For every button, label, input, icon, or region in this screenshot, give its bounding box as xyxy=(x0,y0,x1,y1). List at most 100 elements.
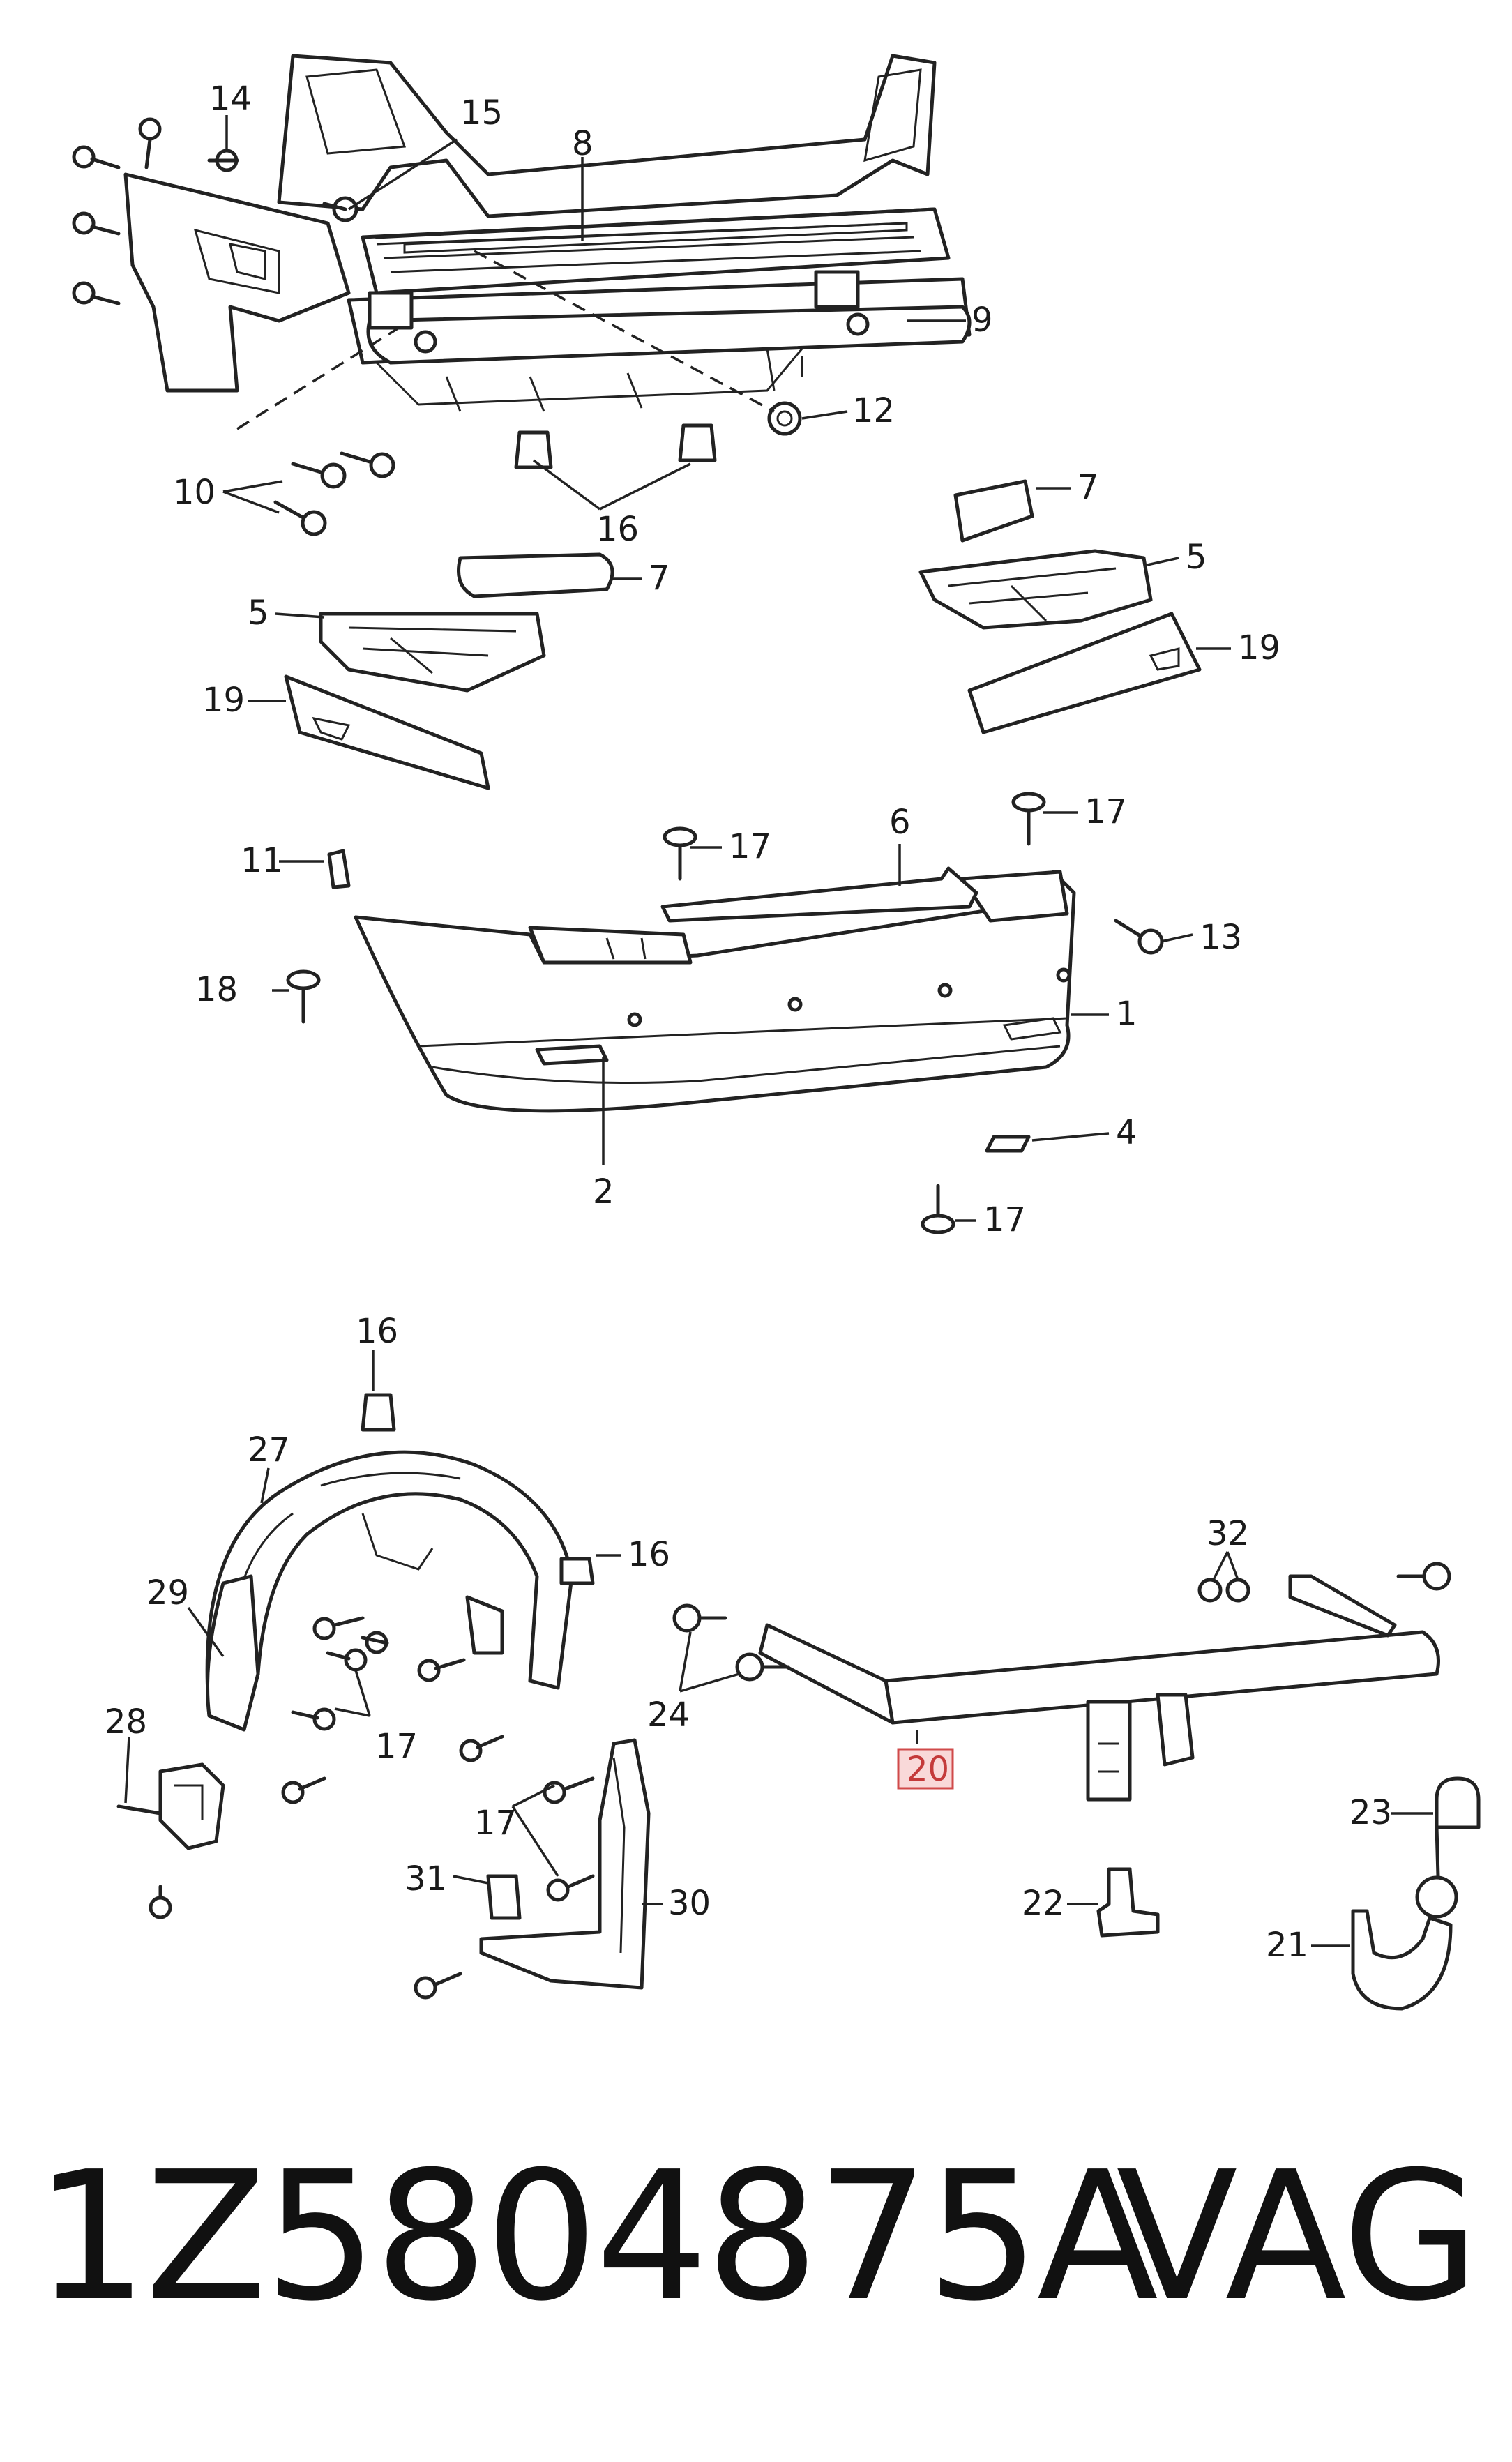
callout-10: 10 xyxy=(173,473,216,512)
callout-11: 11 xyxy=(241,841,283,880)
callout-2: 2 xyxy=(593,1172,614,1211)
callout-27: 27 xyxy=(248,1430,290,1470)
callout-17-bottom-a: 17 xyxy=(375,1727,418,1766)
screw-icon xyxy=(291,1707,336,1731)
screw-18 xyxy=(286,969,321,1024)
callout-17-bottom-b: 17 xyxy=(474,1804,517,1843)
callout-5-left: 5 xyxy=(248,594,269,633)
callout-4: 4 xyxy=(1116,1113,1137,1152)
callout-21: 21 xyxy=(1266,1926,1308,1965)
callout-24: 24 xyxy=(647,1696,690,1735)
trim-7-right xyxy=(953,479,1034,543)
part-number-footer: 1Z5804875A VAG xyxy=(0,2148,1512,2413)
callout-28: 28 xyxy=(105,1702,147,1742)
callout-16-bottom-right: 16 xyxy=(628,1535,670,1574)
bumper-reinforcement-8 xyxy=(375,207,937,254)
callout-17-mid-b: 17 xyxy=(1084,792,1127,831)
screw-icon xyxy=(281,1776,326,1804)
clip-16-bottom-top xyxy=(361,1393,396,1432)
callout-18: 18 xyxy=(195,970,238,1009)
rail-19-left xyxy=(284,674,490,790)
callout-23: 23 xyxy=(1350,1793,1392,1832)
reflector-4 xyxy=(985,1135,1031,1153)
bolt-icon xyxy=(207,149,239,172)
clip-16-bottom-right xyxy=(559,1557,595,1585)
bolt-icon xyxy=(138,117,162,169)
screw-icon xyxy=(417,1658,466,1682)
screw-17-a xyxy=(663,826,697,881)
caps-32 xyxy=(1197,1578,1250,1603)
flap-29 xyxy=(206,1574,260,1732)
callout-22: 22 xyxy=(1022,1884,1064,1923)
callout-19-right: 19 xyxy=(1238,628,1280,667)
mud-flap-30 xyxy=(479,1738,651,1990)
cap-23 xyxy=(1435,1776,1481,1829)
callout-1: 1 xyxy=(1116,995,1137,1034)
trim-strip-6 xyxy=(660,866,978,923)
bolt-icon xyxy=(672,1603,727,1633)
callout-16-bottom-top: 16 xyxy=(356,1312,398,1351)
screw-17-group-bottom-left xyxy=(149,1616,595,2000)
clip-31 xyxy=(486,1874,522,1920)
screw-13 xyxy=(1114,919,1164,955)
bolt-icon xyxy=(273,500,327,536)
screw-icon xyxy=(361,1631,389,1654)
callout-13: 13 xyxy=(1200,918,1242,957)
callout-14: 14 xyxy=(209,80,252,119)
bracket-28 xyxy=(116,1762,225,1850)
callout-17-mid-c: 17 xyxy=(983,1200,1026,1239)
callout-7-right: 7 xyxy=(1078,468,1099,507)
callout-7-left: 7 xyxy=(649,559,670,598)
screw-icon xyxy=(149,1885,172,1919)
callout-9: 9 xyxy=(972,301,993,340)
callout-labels: 14 15 8 9 12 10 16 7 7 5 5 19 19 6 17 17… xyxy=(105,80,1392,1965)
bolt-icon xyxy=(340,451,395,478)
bolt-group-24 xyxy=(672,1603,790,1682)
screw-icon xyxy=(414,1972,462,2000)
side-bracket-left xyxy=(123,172,351,393)
bumper-cover-1 xyxy=(354,870,1076,1113)
tow-ball-21 xyxy=(1351,1825,1458,2011)
connector-22 xyxy=(1096,1867,1160,1938)
callout-6: 6 xyxy=(889,803,911,842)
screw-icon xyxy=(312,1616,365,1640)
screw-icon xyxy=(459,1735,504,1762)
screw-icon xyxy=(543,1776,595,1804)
bracket-5-left xyxy=(319,612,546,693)
callout-5-right: 5 xyxy=(1186,538,1207,577)
screw-17-b xyxy=(1011,792,1046,846)
callout-20: 20 xyxy=(907,1750,949,1789)
callout-15: 15 xyxy=(460,93,503,133)
leader-lines xyxy=(124,115,1433,1947)
callout-30: 30 xyxy=(668,1884,711,1923)
bolt-icon xyxy=(735,1652,790,1682)
nut-12 xyxy=(767,401,802,436)
callout-32: 32 xyxy=(1207,1514,1249,1553)
callout-31: 31 xyxy=(405,1859,447,1898)
bolt-icon xyxy=(322,196,358,222)
screw-icon xyxy=(546,1874,595,1902)
callout-8: 8 xyxy=(572,124,594,163)
bracket-5-right xyxy=(918,549,1153,630)
callout-16-top: 16 xyxy=(596,510,639,549)
part-number: 1Z5804875A xyxy=(35,2134,1158,2341)
bolt-icon xyxy=(291,462,347,489)
bolt-icon xyxy=(72,281,121,305)
trim-7-left xyxy=(457,552,614,598)
bolt-icon xyxy=(72,145,121,169)
callout-19-left: 19 xyxy=(202,681,245,720)
bolt-group-left xyxy=(72,117,358,305)
rail-19-right xyxy=(967,612,1202,734)
bolt-group-10 xyxy=(273,451,395,536)
screw-17-c xyxy=(921,1184,955,1234)
impact-beam-9 xyxy=(366,270,972,365)
callout-20-highlight xyxy=(897,1748,954,1790)
callout-29: 29 xyxy=(146,1573,189,1613)
callout-12: 12 xyxy=(852,391,895,430)
screw-icon xyxy=(326,1648,368,1672)
clip-11 xyxy=(327,849,351,889)
wheel-housing-liner-27 xyxy=(205,1450,574,1725)
manufacturer: VAG xyxy=(1116,2134,1480,2341)
bolt-top-right xyxy=(1396,1562,1451,1591)
